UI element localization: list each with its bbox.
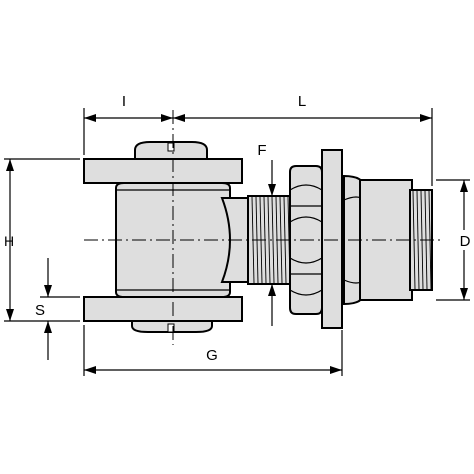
sleeve-thread-line xyxy=(416,190,420,290)
nut-chamfer-3 xyxy=(289,257,323,264)
label-s: S xyxy=(35,302,45,319)
label-f: F xyxy=(257,142,266,159)
label-g: G xyxy=(206,347,218,364)
extension-lines xyxy=(4,108,470,376)
label-d: D xyxy=(460,233,471,250)
thread-line xyxy=(267,196,271,284)
label-d-bg xyxy=(452,230,474,250)
sleeve xyxy=(359,179,433,301)
dimension-l: L xyxy=(173,93,432,122)
dimension-h: H xyxy=(4,159,14,321)
label-l: L xyxy=(298,93,306,110)
bottom-slot xyxy=(167,323,175,333)
label-h: H xyxy=(4,233,14,249)
label-i: I xyxy=(122,93,126,110)
nut-chamfer-2 xyxy=(289,216,323,223)
top-plate xyxy=(83,158,243,184)
nut-chamfer-4 xyxy=(289,289,323,296)
dimension-g: G xyxy=(84,347,342,374)
hinge-gudgeon xyxy=(83,141,243,333)
dimension-f: F xyxy=(257,142,276,326)
dimension-i: I xyxy=(84,93,173,122)
thread-line xyxy=(271,196,275,284)
top-slot xyxy=(167,142,175,152)
washer-flange xyxy=(321,149,343,329)
nut-chamfer-1 xyxy=(289,184,323,191)
dimension-s: S xyxy=(35,258,52,360)
dimension-d: D xyxy=(452,180,474,300)
bottom-plate xyxy=(83,296,243,322)
nut-assembly xyxy=(289,149,365,329)
